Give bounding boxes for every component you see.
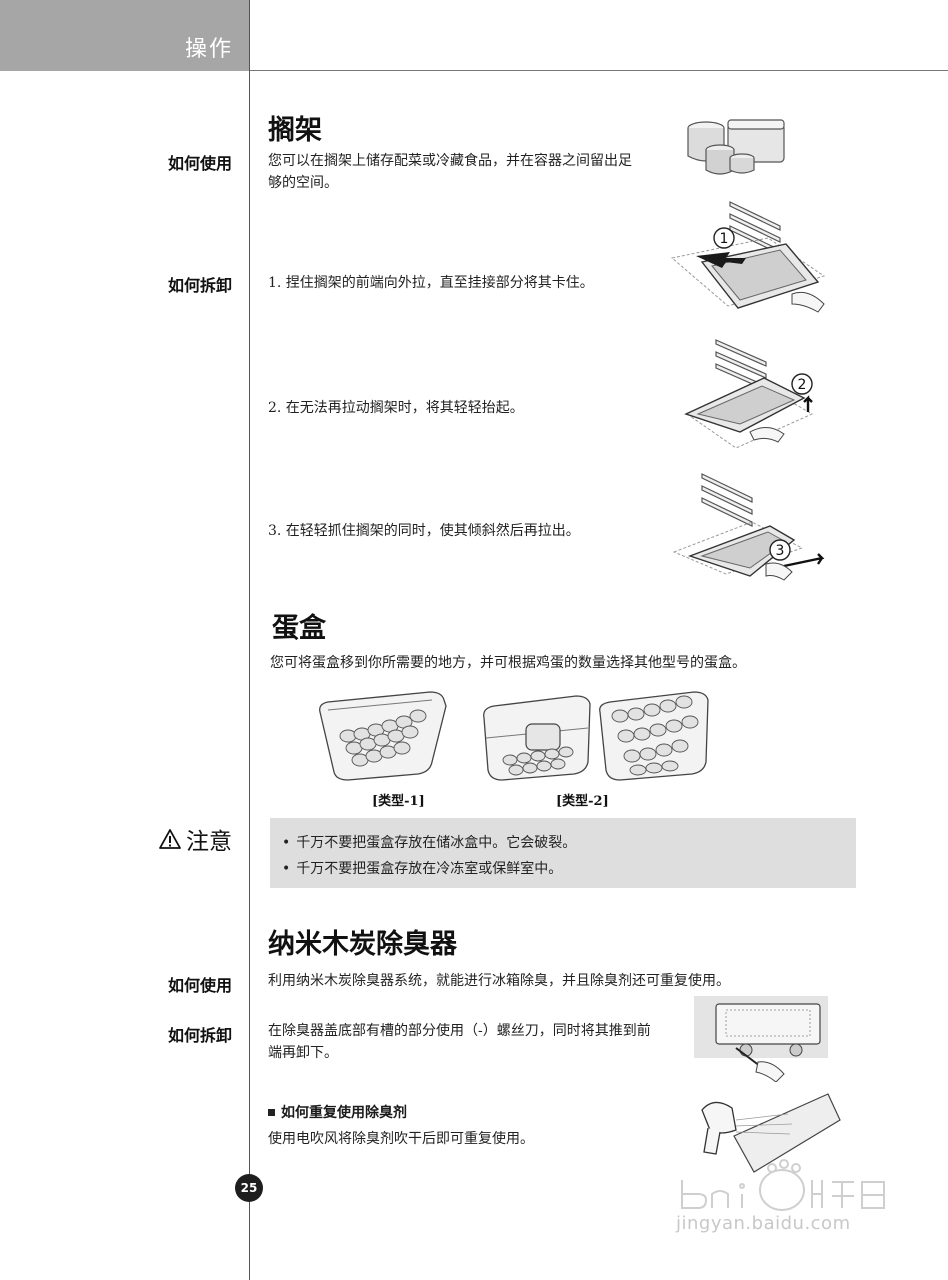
shelf-step-2: 2. 在无法再拉动搁架时，将其轻轻抬起。	[268, 400, 524, 416]
header-title: 操作	[184, 37, 233, 62]
shelf-step-1-illustration: 1	[670, 201, 826, 313]
margin-divider	[249, 0, 250, 1280]
egg-box-type-1-label: [类型-1]	[372, 794, 425, 809]
deodorizer-how-to-remove-text: 在除臭器盖底部有槽的部分使用（-）螺丝刀，同时将其推到前端再卸下。	[268, 1023, 651, 1061]
shelf-how-to-use-text: 您可以在搁架上储存配菜或冷藏食品，并在容器之间留出足够的空间。	[268, 153, 632, 191]
square-bullet-icon	[268, 1108, 275, 1116]
egg-box-type-2-illustration	[483, 691, 709, 781]
deodorizer-how-to-use-label: 如何使用	[167, 976, 232, 995]
egg-box-type-2-label: [类型-2]	[556, 794, 609, 809]
caution-item-1: 千万不要把蛋盒存放在储冰盒中。它会破裂。	[282, 830, 856, 856]
shelf-step-2-illustration: 2	[684, 339, 814, 449]
egg-box-title: 蛋盒	[272, 613, 326, 644]
deodorizer-title: 纳米木炭除臭器	[268, 929, 457, 960]
baidu-jingyan-watermark-logo	[681, 1159, 885, 1211]
egg-box-text: 您可将蛋盒移到你所需要的地方，并可根据鸡蛋的数量选择其他型号的蛋盒。	[270, 655, 746, 671]
shelf-title: 搁架	[268, 115, 322, 146]
shelf-step-1: 1. 捏住搁架的前端向外拉，直至挂接部分将其卡住。	[268, 275, 594, 291]
shelf-how-to-remove-label: 如何拆卸	[167, 276, 232, 295]
deodorizer-how-to-remove-label: 如何拆卸	[167, 1026, 232, 1045]
shelf-step-3: 3. 在轻轻抓住搁架的同时，使其倾斜然后再拉出。	[268, 523, 580, 539]
header-tab: 操作	[0, 0, 249, 71]
warning-triangle-icon	[159, 829, 181, 849]
reuse-text: 使用电吹风将除臭剂吹干后即可重复使用。	[268, 1131, 534, 1147]
shelf-how-to-use-label: 如何使用	[167, 154, 232, 173]
caution-box: 千万不要把蛋盒存放在储冰盒中。它会破裂。 千万不要把蛋盒存放在冷冻室或保鲜室中。	[270, 818, 856, 888]
reuse-heading: 如何重复使用除臭剂	[268, 1102, 407, 1122]
egg-box-type-1-illustration	[319, 691, 447, 781]
caution-label-text: 注意	[186, 829, 232, 855]
step-marker-3: 3	[776, 543, 785, 559]
step-marker-1: 1	[720, 231, 729, 247]
step-marker-2: 2	[798, 377, 807, 393]
caution-item-2: 千万不要把蛋盒存放在冷冻室或保鲜室中。	[282, 856, 856, 882]
food-containers-illustration	[687, 119, 785, 175]
page-number-badge: 25	[235, 1174, 263, 1202]
caution-label: 注意	[158, 822, 232, 856]
deodorizer-removal-illustration	[694, 996, 828, 1082]
shelf-step-3-illustration: 3	[672, 473, 825, 581]
header-rule	[249, 70, 948, 71]
watermark-url: jingyan.baidu.com	[676, 1213, 851, 1234]
hair-dryer-illustration	[701, 1093, 841, 1173]
reuse-heading-text: 如何重复使用除臭剂	[281, 1105, 407, 1121]
deodorizer-how-to-use-text: 利用纳米木炭除臭器系统，就能进行冰箱除臭，并且除臭剂还可重复使用。	[268, 973, 730, 989]
